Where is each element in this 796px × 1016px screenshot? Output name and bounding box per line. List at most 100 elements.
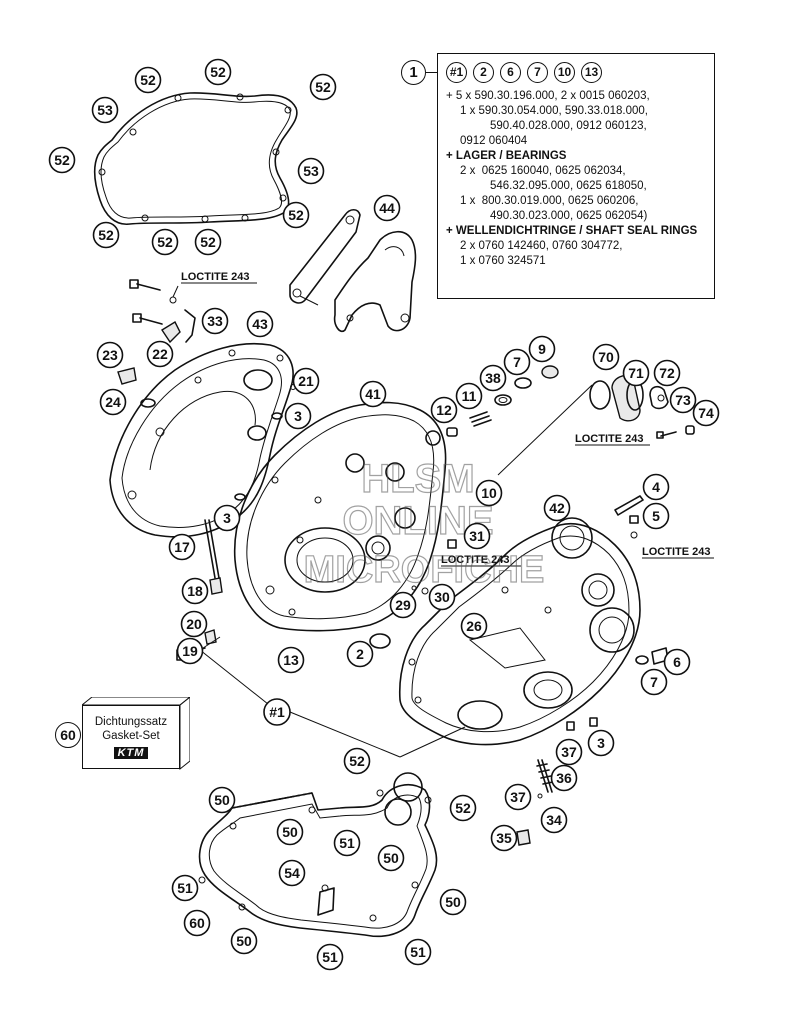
part-callout-52: 52 — [151, 228, 179, 256]
part-callout-42: 42 — [543, 494, 571, 522]
callout-label: 60 — [189, 915, 205, 931]
callout-label: 11 — [462, 388, 477, 404]
callout-label: 23 — [102, 347, 118, 363]
info-line: 2 x 0625 160040, 0625 062034, — [460, 165, 626, 177]
part-callout-71: 71 — [622, 359, 650, 387]
callout-label: 31 — [469, 528, 485, 544]
callout-label: 41 — [365, 386, 381, 402]
part-callout-52: 52 — [282, 201, 310, 229]
info-ref-callout: 1 — [401, 60, 426, 85]
part-callout-50: 50 — [377, 844, 405, 872]
loctite-note: LOCTITE 243 — [642, 546, 710, 558]
loctite-note: LOCTITE 243 — [575, 433, 643, 445]
part-callout-37: 37 — [555, 738, 583, 766]
callout-label: 52 — [288, 207, 304, 223]
info-section-bearings: + LAGER / BEARINGS 2 x 0625 160040, 0625… — [446, 149, 706, 224]
gasket-set-ref: 60 — [60, 727, 76, 743]
part-callout-51: 51 — [404, 938, 432, 966]
header-ref: 13 — [581, 62, 602, 83]
callout-label: 5 — [652, 508, 660, 524]
callout-label: 26 — [466, 618, 482, 634]
callout-label: 3 — [294, 408, 302, 424]
callout-label: 52 — [349, 753, 365, 769]
loctite-note: LOCTITE 243 — [181, 271, 249, 283]
gasket-set-line2: Gasket-Set — [102, 730, 160, 742]
part-callout-29: 29 — [389, 591, 417, 619]
callout-label: 12 — [436, 402, 452, 418]
callout-label: 74 — [698, 405, 714, 421]
bearings-title: LAGER / BEARINGS — [455, 150, 567, 162]
callout-label: 3 — [597, 735, 605, 751]
part-callout-22: 22 — [146, 340, 174, 368]
part-callout-34: 34 — [540, 806, 568, 834]
info-line: 1 x 0760 324571 — [460, 255, 546, 267]
callout-label: 37 — [510, 789, 526, 805]
seals-title: WELLENDICHTRINGE / SHAFT SEAL RINGS — [455, 225, 698, 237]
gasket-set-callout: 60 — [55, 722, 81, 748]
part-callout-5: 5 — [642, 502, 670, 530]
assembly-leaders — [199, 384, 593, 758]
callout-label: 19 — [182, 643, 198, 659]
part-callout-51: 51 — [333, 829, 361, 857]
part-callout-4: 4 — [642, 473, 670, 501]
part-callout-74: 74 — [692, 399, 720, 427]
part-callout-6: 6 — [663, 648, 691, 676]
callout-label: 7 — [513, 354, 521, 370]
part-callout-31: 31 — [463, 522, 491, 550]
part-callout-23: 23 — [96, 341, 124, 369]
part-callout-52: 52 — [309, 73, 337, 101]
part-callout-51: 51 — [316, 943, 344, 971]
watermark-line: MICROFICHE — [304, 549, 545, 591]
callout-label: 50 — [383, 850, 399, 866]
part-callout-52: 52 — [343, 747, 371, 775]
part-callout-7: 7 — [640, 668, 668, 696]
part-callout-11: 11 — [455, 382, 483, 410]
callout-label: 6 — [673, 654, 681, 670]
crankcase-half-left — [233, 401, 447, 632]
callout-label: 53 — [303, 163, 319, 179]
part-callout-30: 30 — [428, 583, 456, 611]
plus-sign: + — [446, 90, 453, 102]
part-callout-51: 51 — [171, 874, 199, 902]
callout-label: 54 — [284, 865, 300, 881]
callout-label: 9 — [538, 341, 546, 357]
part-callout-18: 18 — [181, 577, 209, 605]
part-callout-37: 37 — [504, 783, 532, 811]
part-callout-73: 73 — [669, 386, 697, 414]
callout-label: 73 — [675, 392, 691, 408]
callout-label: 50 — [282, 824, 298, 840]
part-callout-26: 26 — [460, 612, 488, 640]
callout-label: 18 — [187, 583, 203, 599]
part-callout-72: 72 — [653, 359, 681, 387]
clutch-cover-gasket — [93, 92, 298, 225]
info-line: 0912 060404 — [460, 135, 528, 147]
info-line: 490.30.023.000, 0625 062054) — [490, 210, 648, 222]
bracket-part — [289, 208, 417, 333]
part-callout-20: 20 — [180, 610, 208, 638]
callout-label: 72 — [659, 365, 675, 381]
callout-label: 24 — [105, 394, 121, 410]
part-callout-70: 70 — [592, 343, 620, 371]
header-ref: 7 — [527, 62, 548, 83]
part-callout-50: 50 — [439, 888, 467, 916]
header-ref: 2 — [473, 62, 494, 83]
part-callout-54: 54 — [278, 859, 306, 887]
callout-label: 36 — [556, 770, 572, 786]
part-callout-19: 19 — [176, 637, 204, 665]
part-callout-60: 60 — [183, 909, 211, 937]
callout-label: 29 — [395, 597, 411, 613]
callout-label: 30 — [434, 589, 450, 605]
clutch-cover — [109, 342, 294, 538]
info-section-fasteners: + 5 x 590.30.196.000, 2 x 0015 060203, 1… — [446, 89, 706, 149]
part-callout-52: 52 — [204, 58, 232, 86]
callout-label: 13 — [283, 652, 299, 668]
info-line: 2 x 0760 142460, 0760 304772, — [460, 240, 623, 252]
part-callout-3: 3 — [213, 504, 241, 532]
part-callout-50: 50 — [230, 927, 258, 955]
callout-label: 50 — [445, 894, 461, 910]
part-callout-52: 52 — [134, 66, 162, 94]
callout-label: 20 — [186, 616, 202, 632]
part-callout-41: 41 — [359, 380, 387, 408]
brand-logo: KTM — [113, 747, 149, 759]
callout-label: 71 — [628, 365, 644, 381]
